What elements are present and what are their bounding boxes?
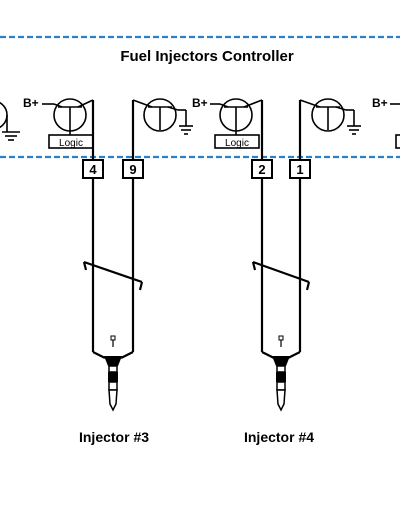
pin-2: 2 [251,159,273,179]
bplus-label: B+ [372,96,388,110]
harness-injector-3 [82,178,144,359]
pin-1: 1 [289,159,311,179]
harness-injector-4 [251,178,311,359]
transistor-a: B+ [23,96,94,135]
bplus-label: B+ [192,96,208,110]
pin-9: 9 [122,159,144,179]
pin-4: 4 [82,159,104,179]
controller-title: Fuel Injectors Controller [120,48,294,65]
injector-3-icon [104,335,122,412]
injector-4-icon [272,335,290,412]
pin-label: 9 [129,162,136,177]
injector-4-label: Injector #4 [244,429,314,445]
transistor-b [132,98,193,135]
transistor-c: B+ [192,96,263,135]
pin-label: 1 [296,162,303,177]
injector-3-label: Injector #3 [79,429,149,445]
pin-label: 4 [89,162,97,177]
logic-label: Logic [59,138,83,149]
logic-box [214,134,260,149]
transistor-partial-left [0,101,20,141]
logic-label: Logic [225,138,249,149]
transistor-d [299,98,361,135]
transistor-partial-right: B+ [372,96,400,149]
pin-label: 2 [258,162,265,177]
bplus-label: B+ [23,96,39,110]
